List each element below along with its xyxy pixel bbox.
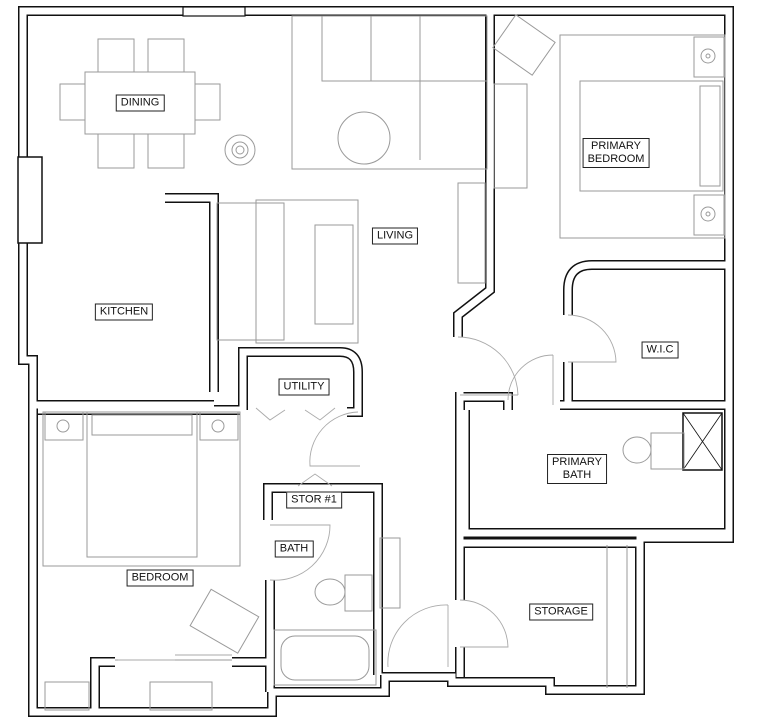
room-label-bedroom: BEDROOM (126, 569, 194, 587)
room-label-line: PRIMARY (591, 140, 641, 152)
room-label-line: PRIMARY (552, 456, 602, 468)
bathtub (273, 629, 377, 686)
room-label-stor1: STOR #1 (286, 491, 342, 509)
room-label-kitchen: KITCHEN (94, 303, 154, 321)
room-label-living: LIVING (371, 227, 419, 245)
room-label-storage: STORAGE (529, 603, 593, 621)
rug (291, 15, 488, 170)
room-label-line: BEDROOM (587, 153, 645, 165)
window (17, 156, 43, 244)
walls (17, 6, 734, 717)
room-label-primary-bedroom: PRIMARY BEDROOM (582, 138, 650, 168)
sofa (321, 15, 488, 82)
room-label-primary-bath: PRIMARY BATH (547, 454, 607, 484)
furniture (42, 14, 726, 711)
room-label-wic: W.I.C (641, 341, 679, 359)
room-label-line: BATH (562, 469, 592, 481)
coffee-table (337, 111, 391, 165)
doors (118, 314, 617, 668)
window (182, 6, 246, 17)
toilet (314, 578, 346, 606)
room-label-utility: UTILITY (278, 378, 330, 396)
room-label-bath: BATH (274, 540, 314, 558)
primary-bed-area (559, 34, 726, 239)
room-label-dining: DINING (115, 94, 165, 112)
